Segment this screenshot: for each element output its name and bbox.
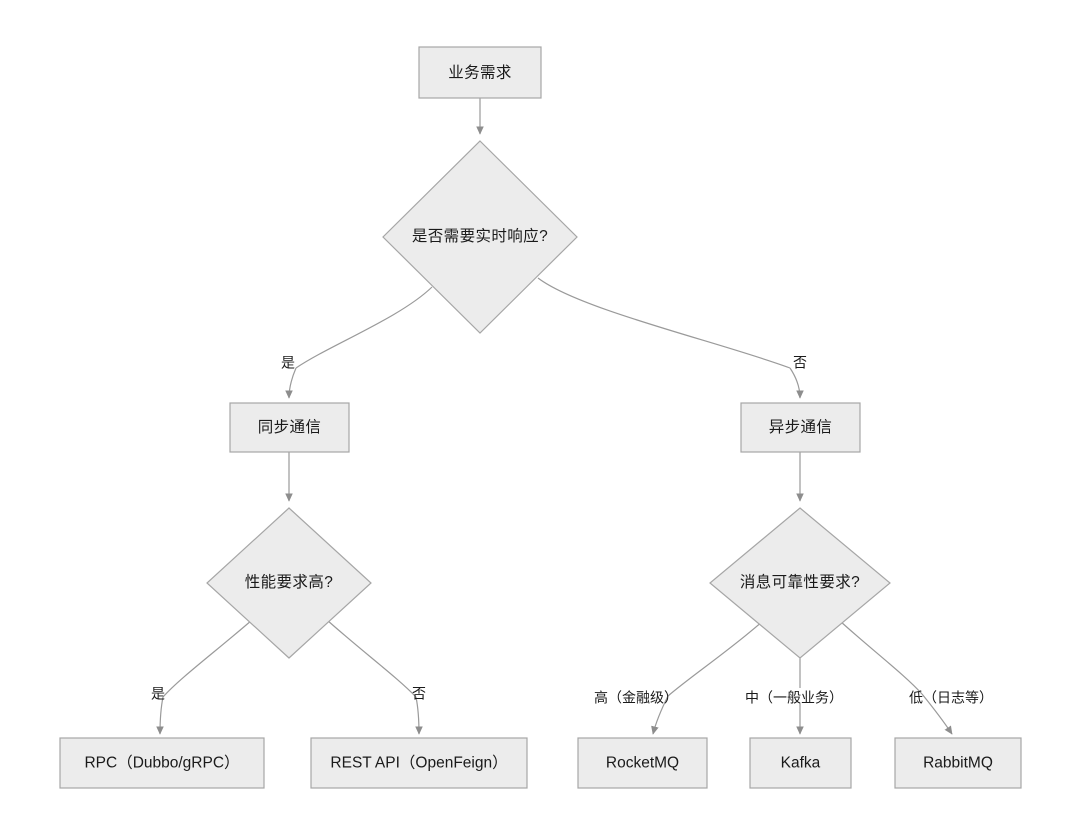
node-rpc[interactable]: RPC（Dubbo/gRPC）: [59, 737, 265, 789]
node-start-label: 业务需求: [448, 64, 512, 82]
node-decision-reliability[interactable]: 消息可靠性要求?: [709, 507, 891, 659]
edge-decision-reliability-low-tail: [921, 693, 953, 735]
node-kafka-label: Kafka: [781, 755, 821, 772]
node-start[interactable]: 业务需求: [418, 46, 542, 99]
edge-decision-reliability-high-tail: [651, 695, 669, 735]
edge-decision-performance-yes-tail: [156, 696, 164, 735]
node-rocketmq[interactable]: RocketMQ: [577, 737, 708, 789]
edge-decision-performance-no: [326, 619, 417, 698]
node-kafka-shape[interactable]: [749, 737, 852, 789]
node-async-comm-shape[interactable]: [740, 402, 861, 453]
node-async-comm-label: 异步通信: [769, 418, 833, 436]
node-rabbitmq-shape[interactable]: [894, 737, 1022, 789]
edge-decision-realtime-yes-tail: [285, 367, 297, 399]
node-decision-realtime-shape[interactable]: [382, 140, 578, 334]
edge-label-realtime-no: 否: [793, 355, 807, 371]
node-decision-realtime-label: 是否需要实时响应?: [412, 226, 548, 245]
edge-label-performance-no: 否: [412, 686, 426, 702]
node-rabbitmq-label: RabbitMQ: [923, 755, 993, 772]
node-decision-realtime[interactable]: 是否需要实时响应?: [382, 140, 578, 334]
node-rocketmq-shape[interactable]: [577, 737, 708, 789]
edge-label-reliability-high: 高（金融级）: [594, 690, 678, 706]
node-rocketmq-label: RocketMQ: [606, 755, 679, 772]
node-async-comm[interactable]: 异步通信: [740, 402, 861, 453]
edge-label-realtime-yes: 是: [281, 355, 295, 371]
node-rpc-shape[interactable]: [59, 737, 265, 789]
edge-decision-realtime-yes: [295, 286, 433, 369]
node-decision-performance-shape[interactable]: [206, 507, 372, 659]
node-sync-comm[interactable]: 同步通信: [229, 402, 350, 453]
edge-decision-reliability-low: [839, 620, 923, 695]
node-decision-reliability-shape[interactable]: [709, 507, 891, 659]
edges-layer: [156, 98, 953, 735]
node-start-shape[interactable]: [418, 46, 542, 99]
edge-decision-performance-no-tail: [415, 696, 423, 735]
edge-decision-reliability-high: [667, 620, 764, 697]
edge-label-reliability-low: 低（日志等）: [909, 690, 993, 706]
node-decision-performance[interactable]: 性能要求高?: [206, 507, 372, 659]
edge-label-performance-yes: 是: [151, 686, 165, 702]
node-rest-api-label: REST API（OpenFeign）: [330, 755, 507, 772]
node-rpc-label: RPC（Dubbo/gRPC）: [84, 755, 239, 772]
nodes-layer: 业务需求 是否需要实时响应? 同步通信 异步通信 性能要求高?: [59, 46, 1022, 789]
edge-decision-realtime-no: [537, 277, 791, 369]
edge-decision-realtime-no-tail: [789, 367, 804, 399]
node-rabbitmq[interactable]: RabbitMQ: [894, 737, 1022, 789]
edge-labels-layer: 是 否 是 否 高（金融级） 中（一般业务） 低（日志等）: [151, 355, 993, 706]
node-rest-api-shape[interactable]: [310, 737, 528, 789]
node-decision-reliability-label: 消息可靠性要求?: [740, 573, 860, 591]
node-sync-comm-shape[interactable]: [229, 402, 350, 453]
node-kafka[interactable]: Kafka: [749, 737, 852, 789]
edge-decision-performance-yes: [162, 619, 253, 698]
node-sync-comm-label: 同步通信: [258, 418, 322, 436]
node-decision-performance-label: 性能要求高?: [245, 573, 334, 591]
edge-label-reliability-medium: 中（一般业务）: [745, 690, 843, 706]
node-rest-api[interactable]: REST API（OpenFeign）: [310, 737, 528, 789]
